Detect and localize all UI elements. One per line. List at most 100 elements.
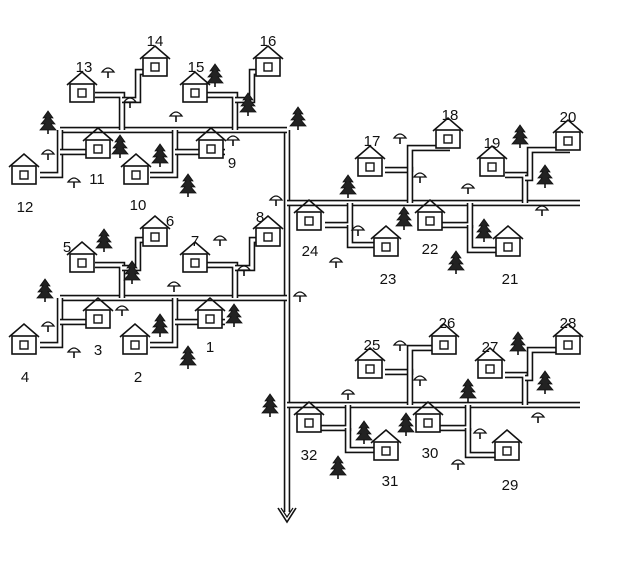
tree-icon	[206, 63, 224, 87]
house-number-label: 25	[364, 337, 381, 354]
house-icon	[492, 224, 524, 257]
house-number-label: 16	[260, 33, 277, 50]
house-icon	[139, 44, 171, 77]
house-icon	[370, 428, 402, 461]
house-icon	[82, 296, 114, 329]
house-icon	[252, 44, 284, 77]
arrow-down-icon	[277, 507, 297, 524]
house-icon	[354, 144, 386, 177]
house-icon	[293, 400, 325, 433]
road-to-20	[525, 146, 570, 182]
house-number-label: 20	[560, 109, 577, 126]
tree-icon	[261, 393, 279, 417]
road-to-13	[95, 91, 126, 130]
road-to-15	[205, 91, 239, 130]
house-number-label: 30	[422, 445, 439, 462]
mushroom-icon	[40, 321, 56, 332]
house-icon	[491, 428, 523, 461]
house-number-label: 4	[21, 369, 29, 386]
house-number-label: 11	[89, 171, 105, 188]
mushroom-icon	[450, 459, 466, 470]
house-number-label: 24	[302, 243, 319, 260]
tree-icon	[397, 412, 415, 436]
house-number-label: 9	[228, 155, 236, 172]
house-number-label: 15	[188, 59, 205, 76]
tree-icon	[225, 303, 243, 327]
house-number-label: 32	[301, 447, 318, 464]
house-icon	[474, 346, 506, 379]
tree-icon	[151, 313, 169, 337]
mushroom-icon	[236, 265, 252, 276]
house-number-label: 22	[422, 241, 439, 258]
house-icon	[354, 346, 386, 379]
road-to-31	[344, 428, 380, 454]
tree-icon	[95, 228, 113, 252]
mushroom-icon	[534, 205, 550, 216]
house-number-label: 27	[482, 339, 499, 356]
mushroom-icon	[122, 97, 138, 108]
decorations	[36, 63, 554, 524]
mushroom-icon	[350, 225, 366, 236]
house-icon	[428, 322, 460, 355]
house-number-label: 3	[94, 342, 102, 359]
house-icon	[66, 70, 98, 103]
mushroom-icon	[66, 347, 82, 358]
road-to-21	[466, 225, 500, 254]
house-number-label: 12	[17, 199, 34, 216]
house-icon	[8, 152, 40, 185]
tree-icon	[339, 174, 357, 198]
house-number-label: 8	[256, 209, 264, 226]
houses	[8, 44, 584, 461]
road-to-4	[40, 298, 64, 349]
tree-icon	[111, 134, 129, 158]
house-number-label: 5	[63, 239, 71, 256]
tree-icon	[239, 92, 257, 116]
house-icon	[66, 240, 98, 273]
road-to-17	[385, 166, 414, 203]
road-to-18	[406, 144, 450, 172]
road-to-23	[346, 225, 380, 249]
house-number-label: 28	[560, 315, 577, 332]
road-to-10	[150, 130, 179, 179]
house-icon	[552, 322, 584, 355]
house-icon	[194, 296, 226, 329]
tree-icon	[459, 378, 477, 402]
tree-icon	[536, 164, 554, 188]
mushroom-icon	[412, 172, 428, 183]
house-icon	[82, 126, 114, 159]
house-number-label: 17	[364, 133, 381, 150]
mushroom-icon	[225, 135, 241, 146]
house-number-label: 14	[147, 33, 164, 50]
mushroom-icon	[340, 389, 356, 400]
mushroom-icon	[412, 375, 428, 386]
mushroom-icon	[168, 111, 184, 122]
tree-icon	[179, 173, 197, 197]
mushroom-icon	[100, 67, 116, 78]
house-number-label: 13	[76, 59, 93, 76]
house-icon	[476, 144, 508, 177]
mushroom-icon	[166, 281, 182, 292]
tree-icon	[36, 278, 54, 302]
tree-icon	[329, 455, 347, 479]
road-to-30	[440, 405, 472, 432]
mushroom-icon	[472, 428, 488, 439]
mushroom-icon	[114, 305, 130, 316]
house-number-label: 10	[130, 197, 147, 214]
house-icon	[414, 198, 446, 231]
tree-icon	[355, 420, 373, 444]
house-number-label: 23	[380, 271, 397, 288]
tree-icon	[39, 110, 57, 134]
tree-icon	[123, 260, 141, 284]
road-to-2	[150, 298, 179, 349]
house-icon	[139, 214, 171, 247]
mushroom-icon	[392, 340, 408, 351]
mushroom-icon	[40, 149, 56, 160]
house-number-label: 21	[502, 271, 519, 288]
tree-icon	[536, 370, 554, 394]
mushroom-icon	[460, 183, 476, 194]
road-to-5	[95, 261, 126, 298]
tree-icon	[179, 345, 197, 369]
house-icon	[195, 126, 227, 159]
